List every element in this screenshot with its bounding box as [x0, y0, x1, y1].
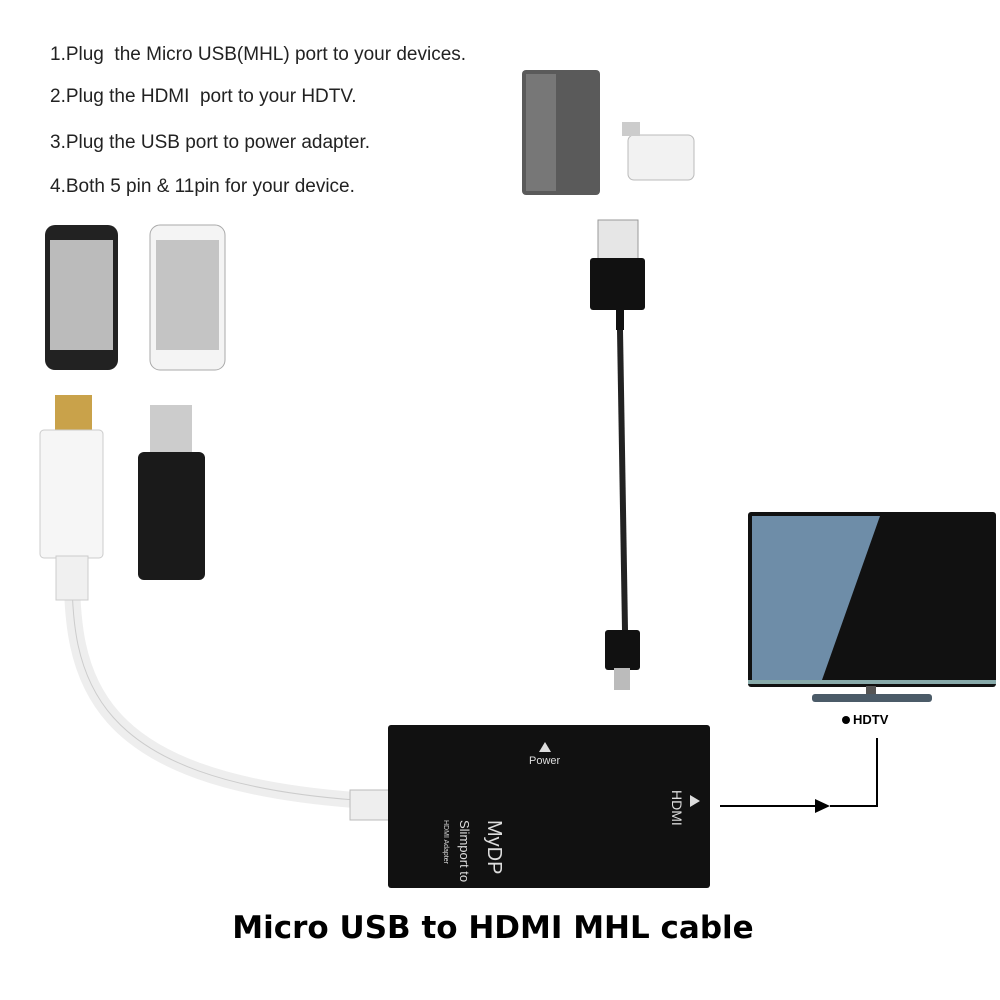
hdtv-label: HDTV [853, 712, 889, 727]
micro-usb-connector-icon [39, 395, 391, 821]
brand-label: MyDP [483, 820, 505, 875]
instruction-2: 2.Plug the HDMI port to your HDTV. [50, 86, 357, 107]
instruction-4: 4.Both 5 pin & 11pin for your device. [50, 176, 355, 197]
usb-cable-icon [590, 219, 645, 690]
white-phone-icon [149, 224, 226, 371]
micro-to-micro-adapter-icon [138, 405, 205, 580]
adapter-box [388, 725, 710, 888]
power-label: Power [529, 755, 561, 767]
tv-icon [748, 512, 996, 702]
power-bank-icon [522, 70, 600, 195]
hdmi-arrow-icon [690, 795, 700, 807]
connection-arrow [720, 738, 878, 813]
usb-otg-adapter-icon [622, 122, 695, 181]
black-phone-icon [45, 225, 118, 370]
hdmi-adapter-label: HDMI Adapter [442, 820, 449, 864]
hdmi-label: HDMI [669, 790, 685, 826]
instruction-3: 3.Plug the USB port to power adapter. [50, 132, 371, 153]
bullet-icon [842, 716, 850, 724]
product-title: Micro USB to HDMI MHL cable [232, 910, 754, 946]
power-arrow-icon [539, 742, 551, 752]
instruction-1: 1.Plug the Micro USB(MHL) port to your d… [50, 44, 467, 65]
slimport-label: Slimport to [457, 820, 472, 883]
